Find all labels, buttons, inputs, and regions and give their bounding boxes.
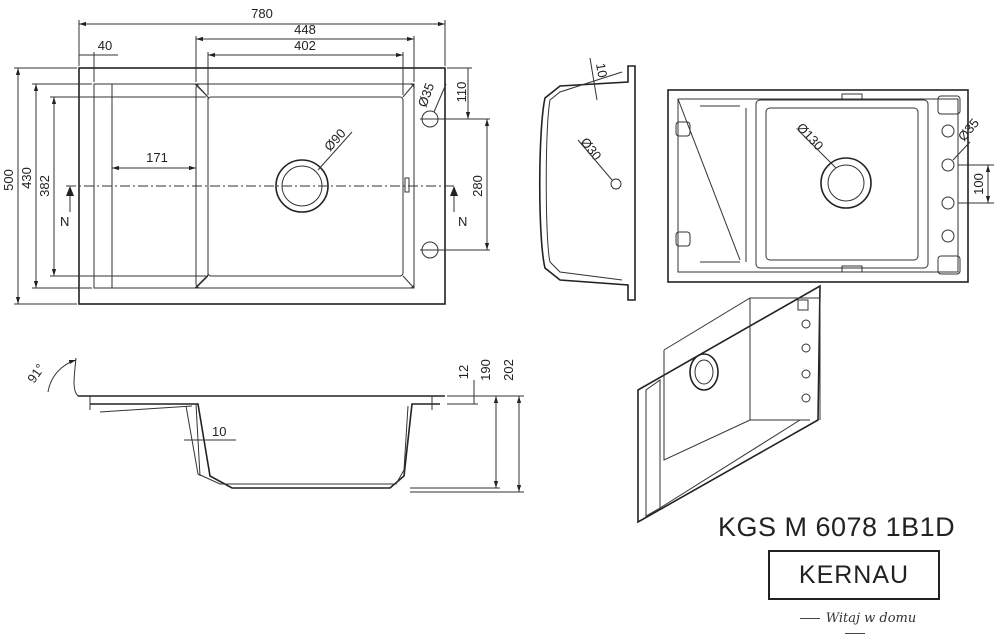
dim-202: 202 [501, 359, 516, 381]
dim-section-10: 10 [212, 424, 226, 439]
dim-110: 110 [454, 82, 469, 103]
isometric-view [637, 284, 821, 524]
north-marker-right: N [458, 214, 467, 229]
dim-40: 40 [98, 38, 112, 53]
top-view: 780 448 402 40 171 Ø90 Ø35 110 280 500 4… [1, 6, 490, 305]
dim-100: 100 [971, 173, 986, 195]
dim-430: 430 [19, 167, 34, 189]
dim-500: 500 [1, 169, 16, 191]
bowl-bottom [755, 99, 929, 269]
dim-bottom-35: Ø35 [955, 115, 982, 143]
dim-side-30: Ø30 [578, 135, 605, 164]
dim-382: 382 [37, 175, 52, 197]
dim-side-10: 10 [593, 62, 610, 79]
dim-402: 402 [294, 38, 316, 53]
brand-tagline: Witaj w domu [780, 611, 930, 641]
bottom-view: Ø130 Ø35 100 [667, 89, 994, 283]
waste-bottom [820, 157, 872, 209]
dim-280: 280 [470, 175, 485, 197]
dim-bottom-130: Ø130 [794, 120, 827, 153]
iso-waste [689, 353, 719, 391]
product-model: KGS M 6078 1B1D [718, 512, 956, 542]
dim-taphole-35: Ø35 [415, 81, 438, 109]
brand-name: KERNAU [798, 560, 910, 589]
side-view: Ø30 10 [538, 57, 636, 301]
section-view: 91° 10 12 190 202 [24, 357, 524, 493]
dim-780: 780 [251, 6, 273, 21]
north-marker-left: N [60, 214, 69, 229]
dim-angle-91: 91° [24, 361, 48, 386]
brand-logo: KERNAU [768, 550, 940, 600]
dim-448: 448 [294, 22, 316, 37]
tagline-text: Witaj w domu [825, 611, 917, 626]
dim-waste-90: Ø90 [321, 126, 349, 154]
dim-190: 190 [478, 359, 493, 381]
dim-12: 12 [456, 365, 471, 379]
dim-171: 171 [146, 150, 168, 165]
